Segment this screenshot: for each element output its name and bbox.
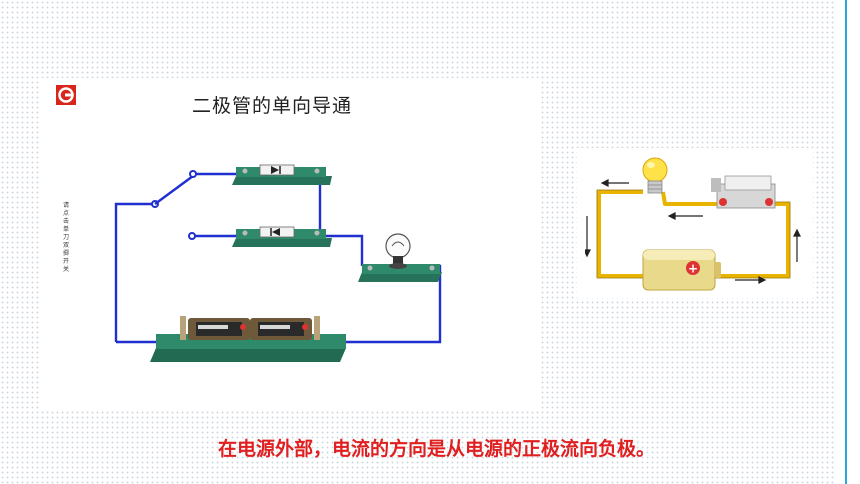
switch-hint: 请点击单刀双掷开关 [63,202,70,273]
diode-icon [232,226,332,247]
diagram-title: 二极管的单向导通 [192,95,353,117]
circuit-wires [114,172,442,344]
right-accent-line [845,0,847,484]
logo-icon [56,85,76,105]
bulb-icon [358,233,442,282]
battery-icon: + [642,249,721,291]
switch-icon[interactable] [711,175,776,209]
battery-icon [150,316,346,362]
svg-text:+: + [688,262,698,276]
circuit-wires [597,190,790,278]
diode-icon [232,164,332,185]
right-margin [836,0,860,484]
bulb-icon [642,157,668,194]
diode-circuit [114,164,442,362]
switch-icon[interactable] [151,170,197,240]
arrow-icon [585,179,801,284]
simple-circuit: + [585,157,801,291]
caption-text: 在电源外部，电流的方向是从电源的正极流向负极。 [218,438,656,460]
